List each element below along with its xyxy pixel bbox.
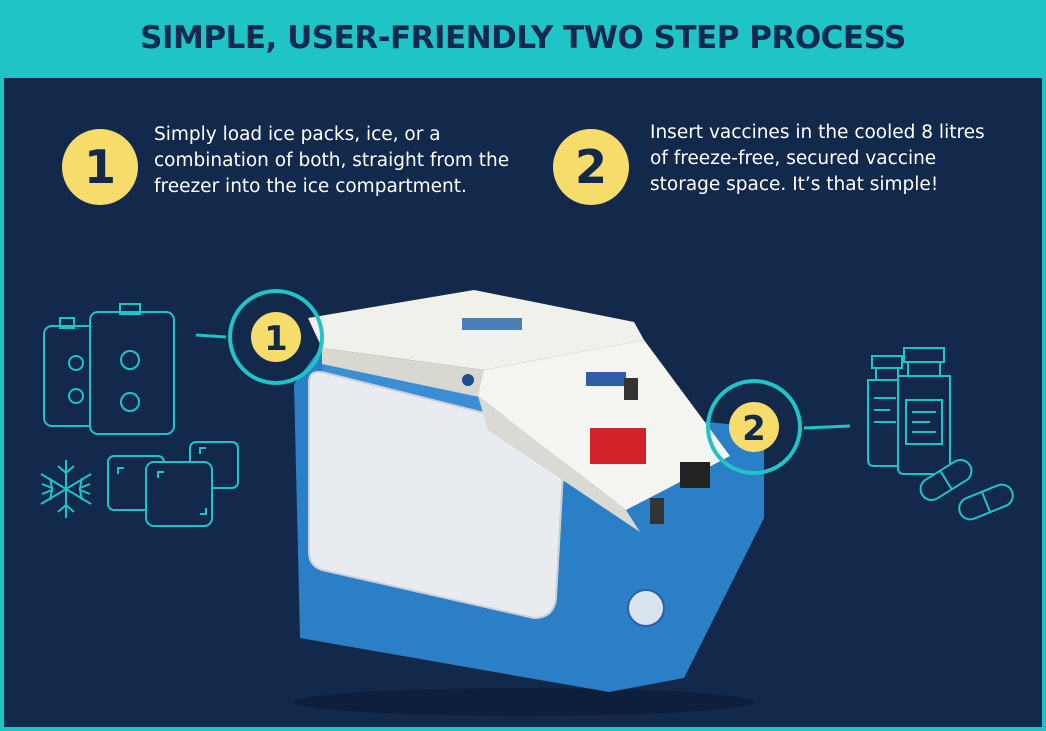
callout-2-number: 2 xyxy=(742,409,766,449)
step-1-text: Simply load ice packs, ice, or a combina… xyxy=(154,124,510,197)
snowflake-icon xyxy=(40,460,92,518)
callout-2-connector xyxy=(803,424,851,430)
callout-1-connector xyxy=(195,333,227,339)
step-2-badge: 2 xyxy=(553,129,629,205)
page-title: SIMPLE, USER-FRIENDLY TWO STEP PROCESS xyxy=(140,20,906,56)
step-2-number: 2 xyxy=(574,140,607,194)
step-1-number: 1 xyxy=(83,140,116,194)
capsule-icon xyxy=(919,458,1014,521)
callout-1-number: 1 xyxy=(264,319,288,359)
illustration: 1 2 xyxy=(40,289,1014,716)
vaccine-vial-icon xyxy=(867,347,951,475)
ice-pack-icon xyxy=(43,303,175,435)
ice-cube-icon xyxy=(107,441,239,527)
title-bar: SIMPLE, USER-FRIENDLY TWO STEP PROCESS xyxy=(0,0,1046,76)
callout-1: 1 xyxy=(228,289,324,385)
step-1-badge: 1 xyxy=(62,129,138,205)
cool-box xyxy=(294,290,764,716)
content-panel: 1 Simply load ice packs, ice, or a combi… xyxy=(4,78,1042,727)
step-2-text: Insert vaccines in the cooled 8 litres o… xyxy=(650,122,985,195)
callout-2: 2 xyxy=(706,379,802,475)
